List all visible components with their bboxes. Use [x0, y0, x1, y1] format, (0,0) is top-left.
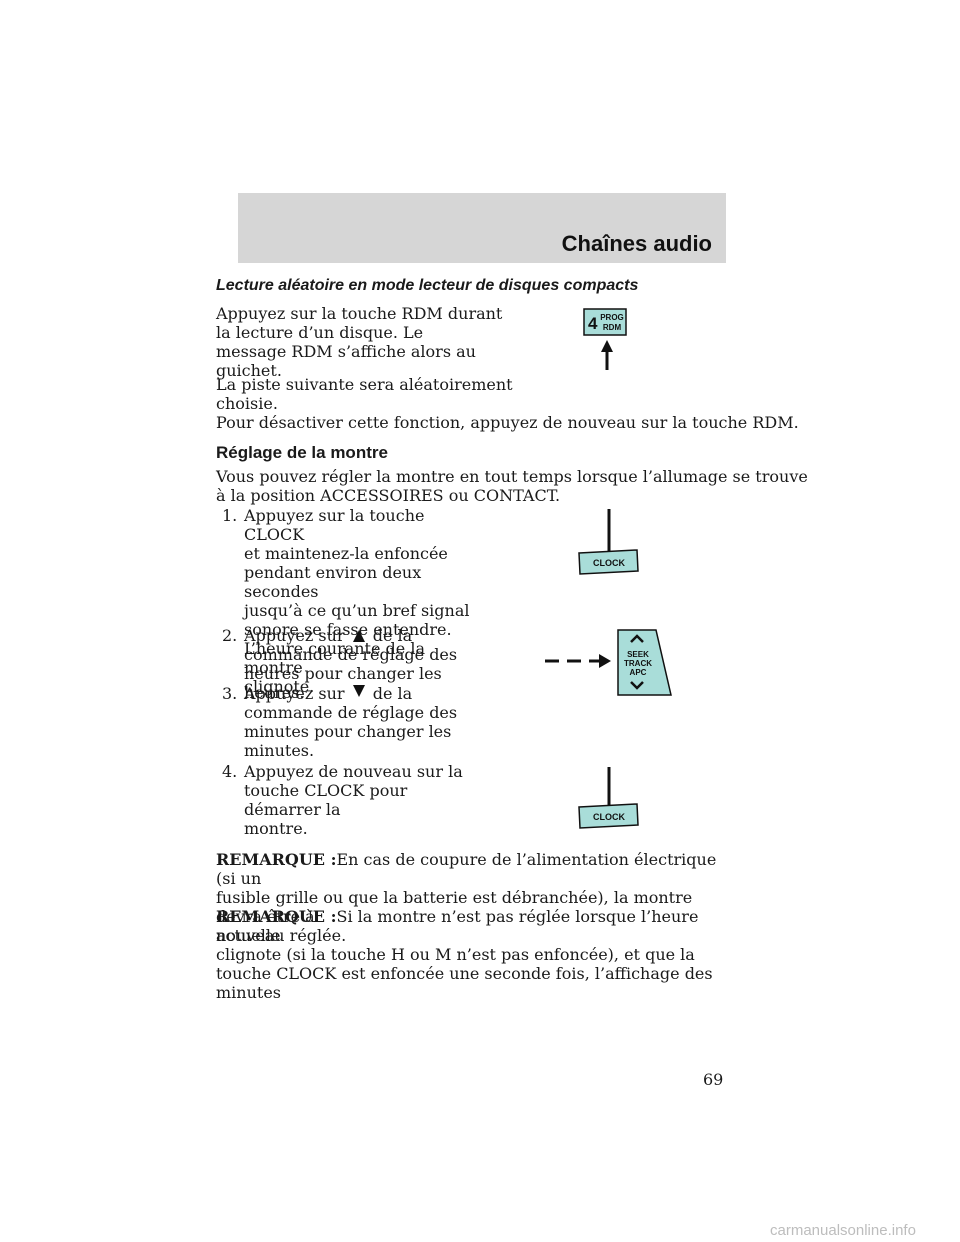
step1-text: Appuyez sur la touche CLOCK et maintenez…	[244, 506, 484, 696]
text-line: touche CLOCK pour démarrer la	[244, 781, 408, 819]
clock-button-figure-1: CLOCK	[578, 508, 640, 580]
section2-title: Réglage de la montre	[216, 443, 388, 462]
text-line: nouveau réglée.	[216, 926, 347, 945]
right-arrow-head	[599, 654, 611, 668]
chevron-up-icon	[630, 634, 644, 643]
text-line: message RDM s’affiche alors au	[216, 342, 476, 361]
note1-first-line: REMARQUE :En cas de coupure de l’aliment…	[216, 850, 736, 888]
step3-number: 3.	[222, 684, 238, 703]
step2-suffix: de la	[372, 626, 413, 645]
triangle-down-icon	[352, 685, 365, 697]
text-line: Appuyez sur la touche RDM durant	[216, 304, 503, 323]
section1-para3: Pour désactiver cette fonction, appuyez …	[216, 413, 799, 432]
seek-label: SEEK	[627, 650, 649, 659]
step3-first-line: Appuyez sur de la	[244, 684, 484, 703]
text-line: jusqu’à ce qu’un bref signal	[244, 601, 470, 620]
chevron-down-icon	[630, 681, 644, 690]
rdm-button-figure: 4 PROG RDM	[583, 308, 633, 377]
rdm-button-shape	[583, 308, 627, 336]
text-line: heures pour changer les heures.	[244, 664, 442, 702]
page-header-title: Chaînes audio	[561, 231, 712, 256]
note2-first-text: Si la montre n’est pas réglée lorsque l’…	[216, 907, 699, 945]
seek-button-shape	[617, 629, 672, 696]
text-line: et maintenez-la enfoncée	[244, 544, 448, 563]
step1-number: 1.	[222, 506, 238, 525]
note2-first-line: REMARQUE :Si la montre n’est pas réglée …	[216, 907, 736, 945]
step3-suffix: de la	[372, 684, 413, 703]
step2-prefix: Appuyez sur	[244, 626, 345, 645]
section1-title: Lecture aléatoire en mode lecteur de dis…	[216, 277, 639, 294]
step2-first-line: Appuyez sur de la	[244, 626, 484, 645]
text-line: La piste suivante sera aléatoirement	[216, 375, 513, 394]
clock-button-shape	[578, 803, 639, 829]
track-label: TRACK	[624, 659, 652, 668]
text-line: choisie.	[216, 394, 278, 413]
header-box: Chaînes audio	[238, 193, 726, 263]
step3-prefix: Appuyez sur	[244, 684, 345, 703]
footer-watermark: carmanualsonline.info	[770, 1222, 916, 1239]
section1-para1: Appuyez sur la touche RDM durant la lect…	[216, 304, 502, 380]
step4-number: 4.	[222, 762, 238, 781]
text-line: la lecture d’un disque. Le	[216, 323, 424, 342]
section1-para2: La piste suivante sera aléatoirement cho…	[216, 375, 513, 413]
rdm-button-bottom-label: RDM	[603, 323, 622, 332]
step2-number: 2.	[222, 626, 238, 645]
note1-first-text: En cas de coupure de l’alimentation élec…	[216, 850, 717, 888]
note1: REMARQUE :En cas de coupure de l’aliment…	[216, 850, 736, 945]
rdm-button-top-label: PROG	[600, 313, 624, 322]
page-number: 69	[703, 1070, 724, 1089]
note2-label: REMARQUE :	[216, 907, 337, 926]
step3-text: Appuyez sur de la commande de réglage de…	[244, 684, 484, 760]
text-line: Appuyez sur la touche CLOCK	[244, 506, 425, 544]
text-line: clignote (si la touche H ou M n’est pas …	[216, 945, 695, 964]
clock-button-shape	[578, 549, 639, 575]
up-arrow-head	[601, 340, 613, 352]
step4-text: Appuyez de nouveau sur la touche CLOCK p…	[244, 762, 484, 838]
rdm-button-digit: 4	[588, 314, 598, 333]
clock-button-label: CLOCK	[593, 558, 625, 568]
text-line: Appuyez de nouveau sur la	[244, 762, 463, 781]
clock-button-label: CLOCK	[593, 812, 625, 822]
text-line: guichet.	[216, 361, 282, 380]
text-line: minutes.	[244, 741, 315, 760]
text-line: à la position ACCESSOIRES ou CONTACT.	[216, 486, 561, 505]
text-line: touche CLOCK est enfoncée une seconde fo…	[216, 964, 713, 1002]
text-line: minutes pour changer les	[244, 722, 452, 741]
text-line: clignote.	[244, 677, 315, 696]
text-line: commande de réglage des	[244, 703, 458, 722]
section2-intro: Vous pouvez régler la montre en tout tem…	[216, 467, 808, 505]
triangle-up-icon	[352, 630, 365, 642]
text-line: montre.	[244, 819, 308, 838]
seek-button-figure: SEEK TRACK APC	[545, 628, 675, 702]
apc-label: APC	[630, 668, 647, 677]
text-line: commande de réglage des	[244, 645, 458, 664]
text-line: L’heure courante de la montre	[244, 639, 425, 677]
text-line: fusible grille ou que la batterie est dé…	[216, 888, 693, 926]
text-line: sonore se fasse entendre.	[244, 620, 452, 639]
text-line: Vous pouvez régler la montre en tout tem…	[216, 467, 808, 486]
note1-label: REMARQUE :	[216, 850, 337, 869]
note2: REMARQUE :Si la montre n’est pas réglée …	[216, 907, 736, 1002]
clock-button-figure-2: CLOCK	[578, 766, 640, 834]
step2-text: Appuyez sur de la commande de réglage de…	[244, 626, 484, 702]
text-line: pendant environ deux secondes	[244, 563, 422, 601]
